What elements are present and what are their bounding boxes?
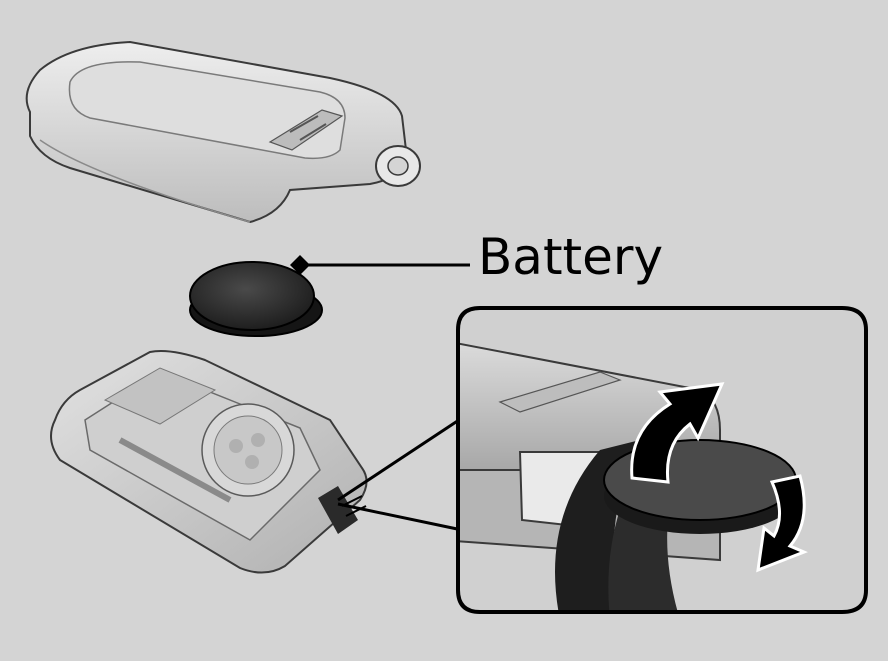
detail-inset [456, 306, 868, 614]
rotate-down-arrow [756, 474, 808, 573]
coin-battery [189, 261, 323, 337]
inset-leader-lines [337, 416, 463, 532]
key-fob-cover [25, 40, 421, 224]
battery-label: Battery [478, 228, 664, 286]
rotate-up-arrow [630, 382, 725, 484]
battery-callout-leader [290, 255, 470, 275]
key-fob-base [50, 350, 368, 574]
